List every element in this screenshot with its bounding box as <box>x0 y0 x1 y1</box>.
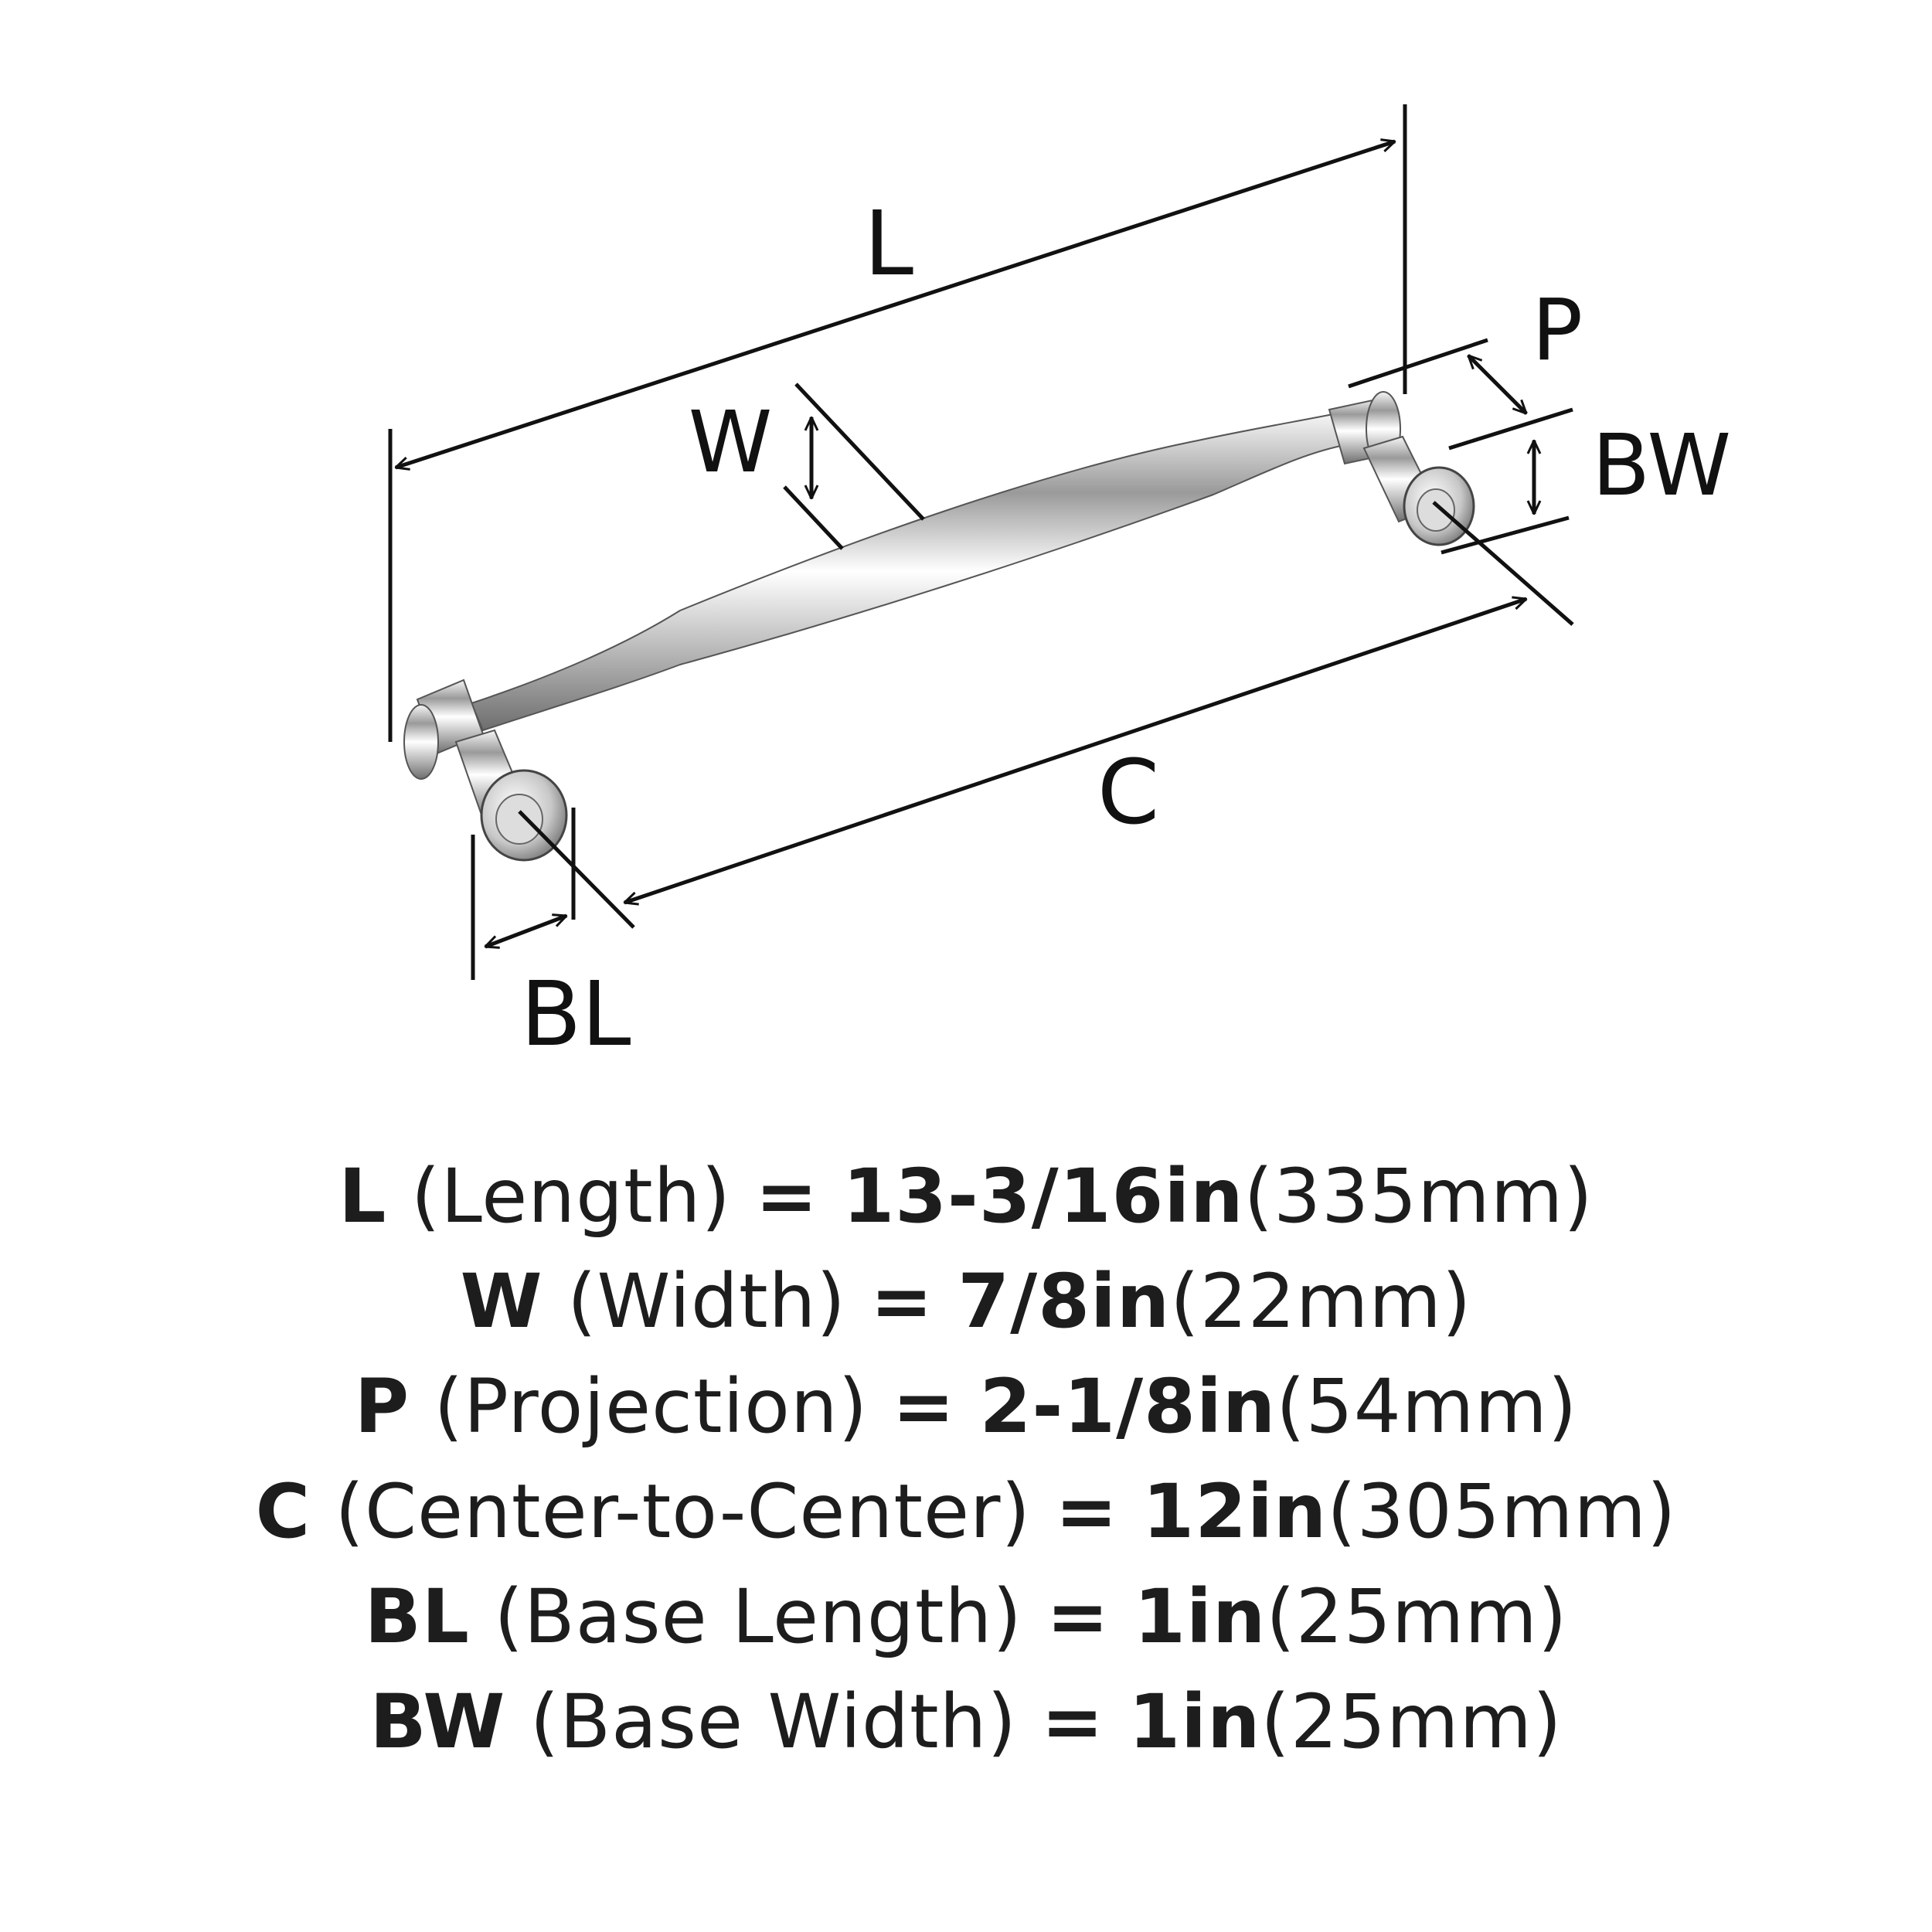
projection-label: P <box>1532 281 1583 379</box>
spec-equals: = <box>1041 1679 1104 1765</box>
spec-metric: (54mm) <box>1276 1363 1578 1450</box>
spec-imperial: 7/8in <box>957 1258 1171 1345</box>
center-dimension <box>518 501 1574 929</box>
right-end-cap <box>1328 391 1475 546</box>
spec-list: L (Length) = 13-3/16in(335mm)W (Width) =… <box>0 1144 1932 1774</box>
pull-handle-image <box>403 391 1475 862</box>
spec-imperial: 1in <box>1128 1679 1261 1765</box>
spec-imperial: 1in <box>1134 1573 1267 1660</box>
spec-metric: (25mm) <box>1266 1573 1568 1660</box>
spec-imperial: 12in <box>1142 1468 1328 1555</box>
base-width-dimension <box>1440 440 1570 555</box>
spec-code: BW <box>369 1679 506 1765</box>
base-length-dimension <box>471 808 576 980</box>
spec-metric: (335mm) <box>1243 1153 1594 1240</box>
spec-equals: = <box>892 1363 956 1450</box>
spec-name: (Base Width) <box>529 1679 1017 1765</box>
spec-equals: = <box>755 1153 818 1240</box>
spec-metric: (22mm) <box>1170 1258 1472 1345</box>
spec-name: (Width) <box>567 1258 846 1345</box>
spec-name: (Projection) <box>434 1363 869 1450</box>
length-dimension <box>388 104 1407 742</box>
spec-equals: = <box>870 1258 934 1345</box>
length-label: L <box>864 192 913 296</box>
spec-name: (Length) <box>410 1153 731 1240</box>
spec-metric: (25mm) <box>1260 1679 1563 1765</box>
spec-name: (Base Length) <box>494 1573 1022 1660</box>
spec-equals: = <box>1046 1573 1110 1660</box>
width-label: W <box>689 393 773 492</box>
spec-code: C <box>255 1468 311 1555</box>
spec-code: P <box>354 1363 410 1450</box>
base-length-label: BL <box>521 963 631 1066</box>
spec-metric: (305mm) <box>1327 1468 1677 1555</box>
base-width-label: BW <box>1592 416 1731 515</box>
spec-code: W <box>460 1258 543 1345</box>
spec-imperial: 13-3/16in <box>842 1153 1244 1240</box>
spec-equals: = <box>1055 1468 1118 1555</box>
width-dimension <box>783 383 925 550</box>
center-label: C <box>1097 741 1159 845</box>
spec-line: BW (Base Width) = 1in(25mm) <box>0 1669 1932 1774</box>
spec-code: BL <box>364 1573 470 1660</box>
spec-line: C (Center-to-Center) = 12in(305mm) <box>0 1459 1932 1564</box>
spec-line: BL (Base Length) = 1in(25mm) <box>0 1564 1932 1669</box>
spec-line: L (Length) = 13-3/16in(335mm) <box>0 1144 1932 1249</box>
spec-name: (Center-to-Center) <box>335 1468 1031 1555</box>
spec-imperial: 2-1/8in <box>979 1363 1277 1450</box>
projection-dimension <box>1348 338 1573 451</box>
handle-dimension-diagram: L W P BW C BL <box>388 104 1731 1066</box>
spec-line: P (Projection) = 2-1/8in(54mm) <box>0 1354 1932 1459</box>
handle-bar <box>470 412 1350 732</box>
spec-line: W (Width) = 7/8in(22mm) <box>0 1249 1932 1354</box>
spec-code: L <box>338 1153 387 1240</box>
